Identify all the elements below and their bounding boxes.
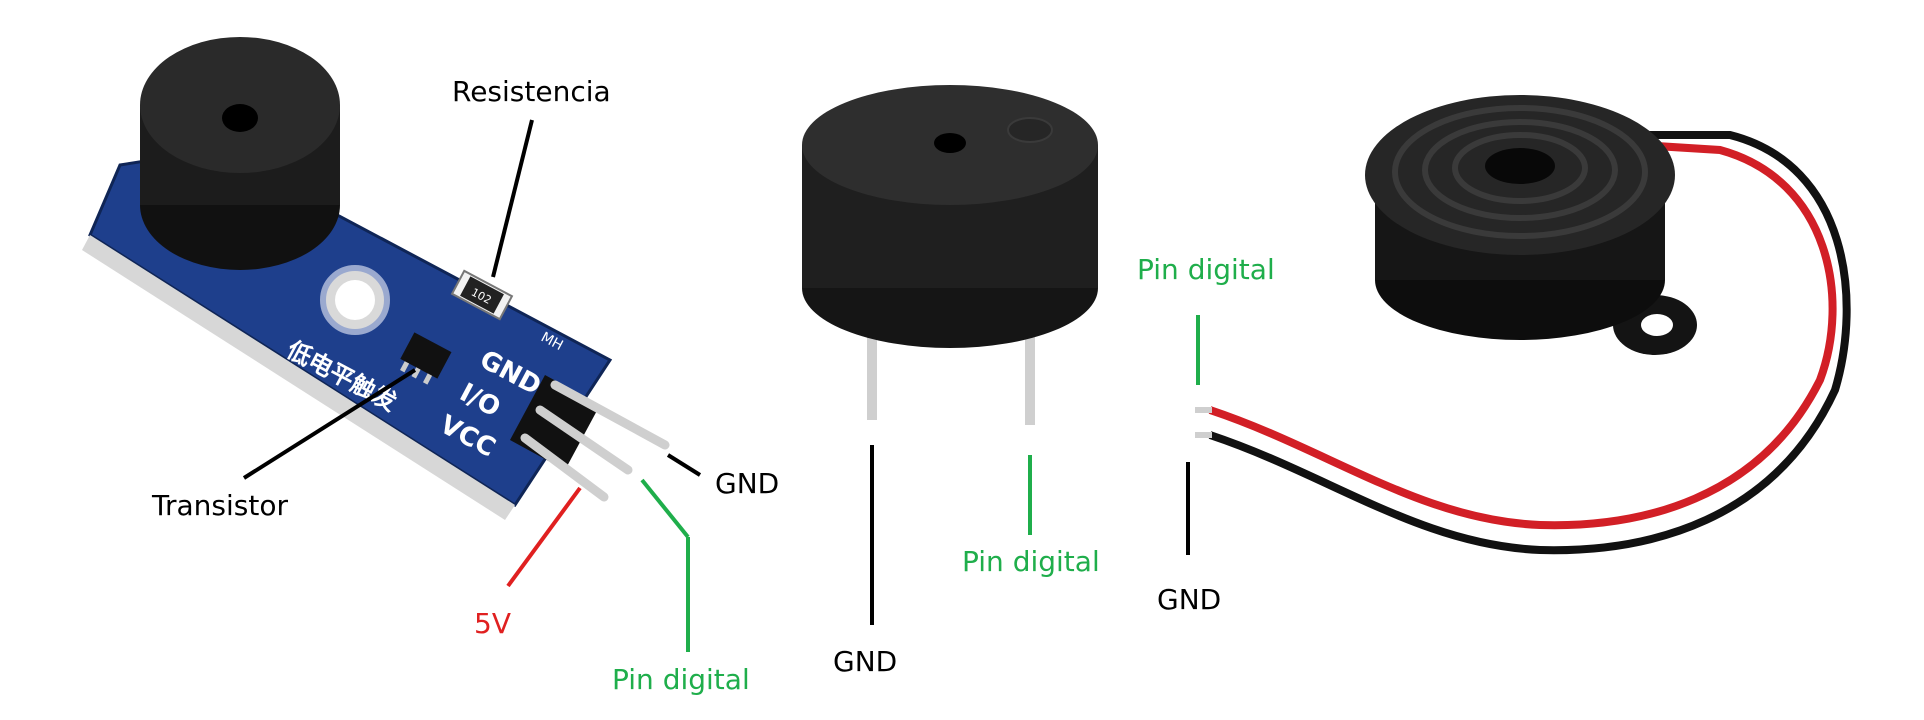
buzzer-top-hole (934, 133, 966, 153)
wire-black (1208, 131, 1851, 555)
buzzer-hole (222, 104, 258, 132)
label-resistencia: Resistencia (452, 75, 611, 108)
leader-gnd (666, 453, 702, 477)
leader-5v (506, 486, 582, 588)
label-buzzer-gnd: GND (833, 645, 898, 678)
pin-header (510, 375, 670, 502)
resistor: 102 (450, 269, 514, 321)
spiral-center-hole (1485, 148, 1555, 184)
label-module-pin-digital: Pin digital (612, 663, 750, 696)
leader-transistor (242, 368, 417, 480)
label-buzzer-pin-digital: Pin digital (962, 545, 1100, 578)
pcb-edge (82, 235, 515, 520)
label-transistor: Transistor (152, 489, 288, 522)
label-module-gnd: GND (715, 467, 780, 500)
buzzer-top-mark (1007, 117, 1053, 143)
buzzer-with-pins (802, 85, 1098, 625)
label-wire-pin-digital: Pin digital (1137, 253, 1275, 286)
leader-resistencia (491, 119, 534, 278)
leader-pin-digital (640, 478, 690, 539)
header-pin-vcc (520, 433, 609, 502)
buzzer-with-wires (1186, 95, 1851, 555)
header-pin-io (535, 405, 633, 475)
module-buzzer (140, 37, 340, 270)
buzzer-module: 102 MH GND I/O VCC 低电平触发 (82, 37, 702, 652)
wire-red (1208, 141, 1837, 530)
label-wire-gnd: GND (1157, 583, 1222, 616)
label-module-5v: 5V (474, 607, 511, 640)
header-pin-gnd (550, 380, 670, 450)
transistor (400, 332, 452, 385)
